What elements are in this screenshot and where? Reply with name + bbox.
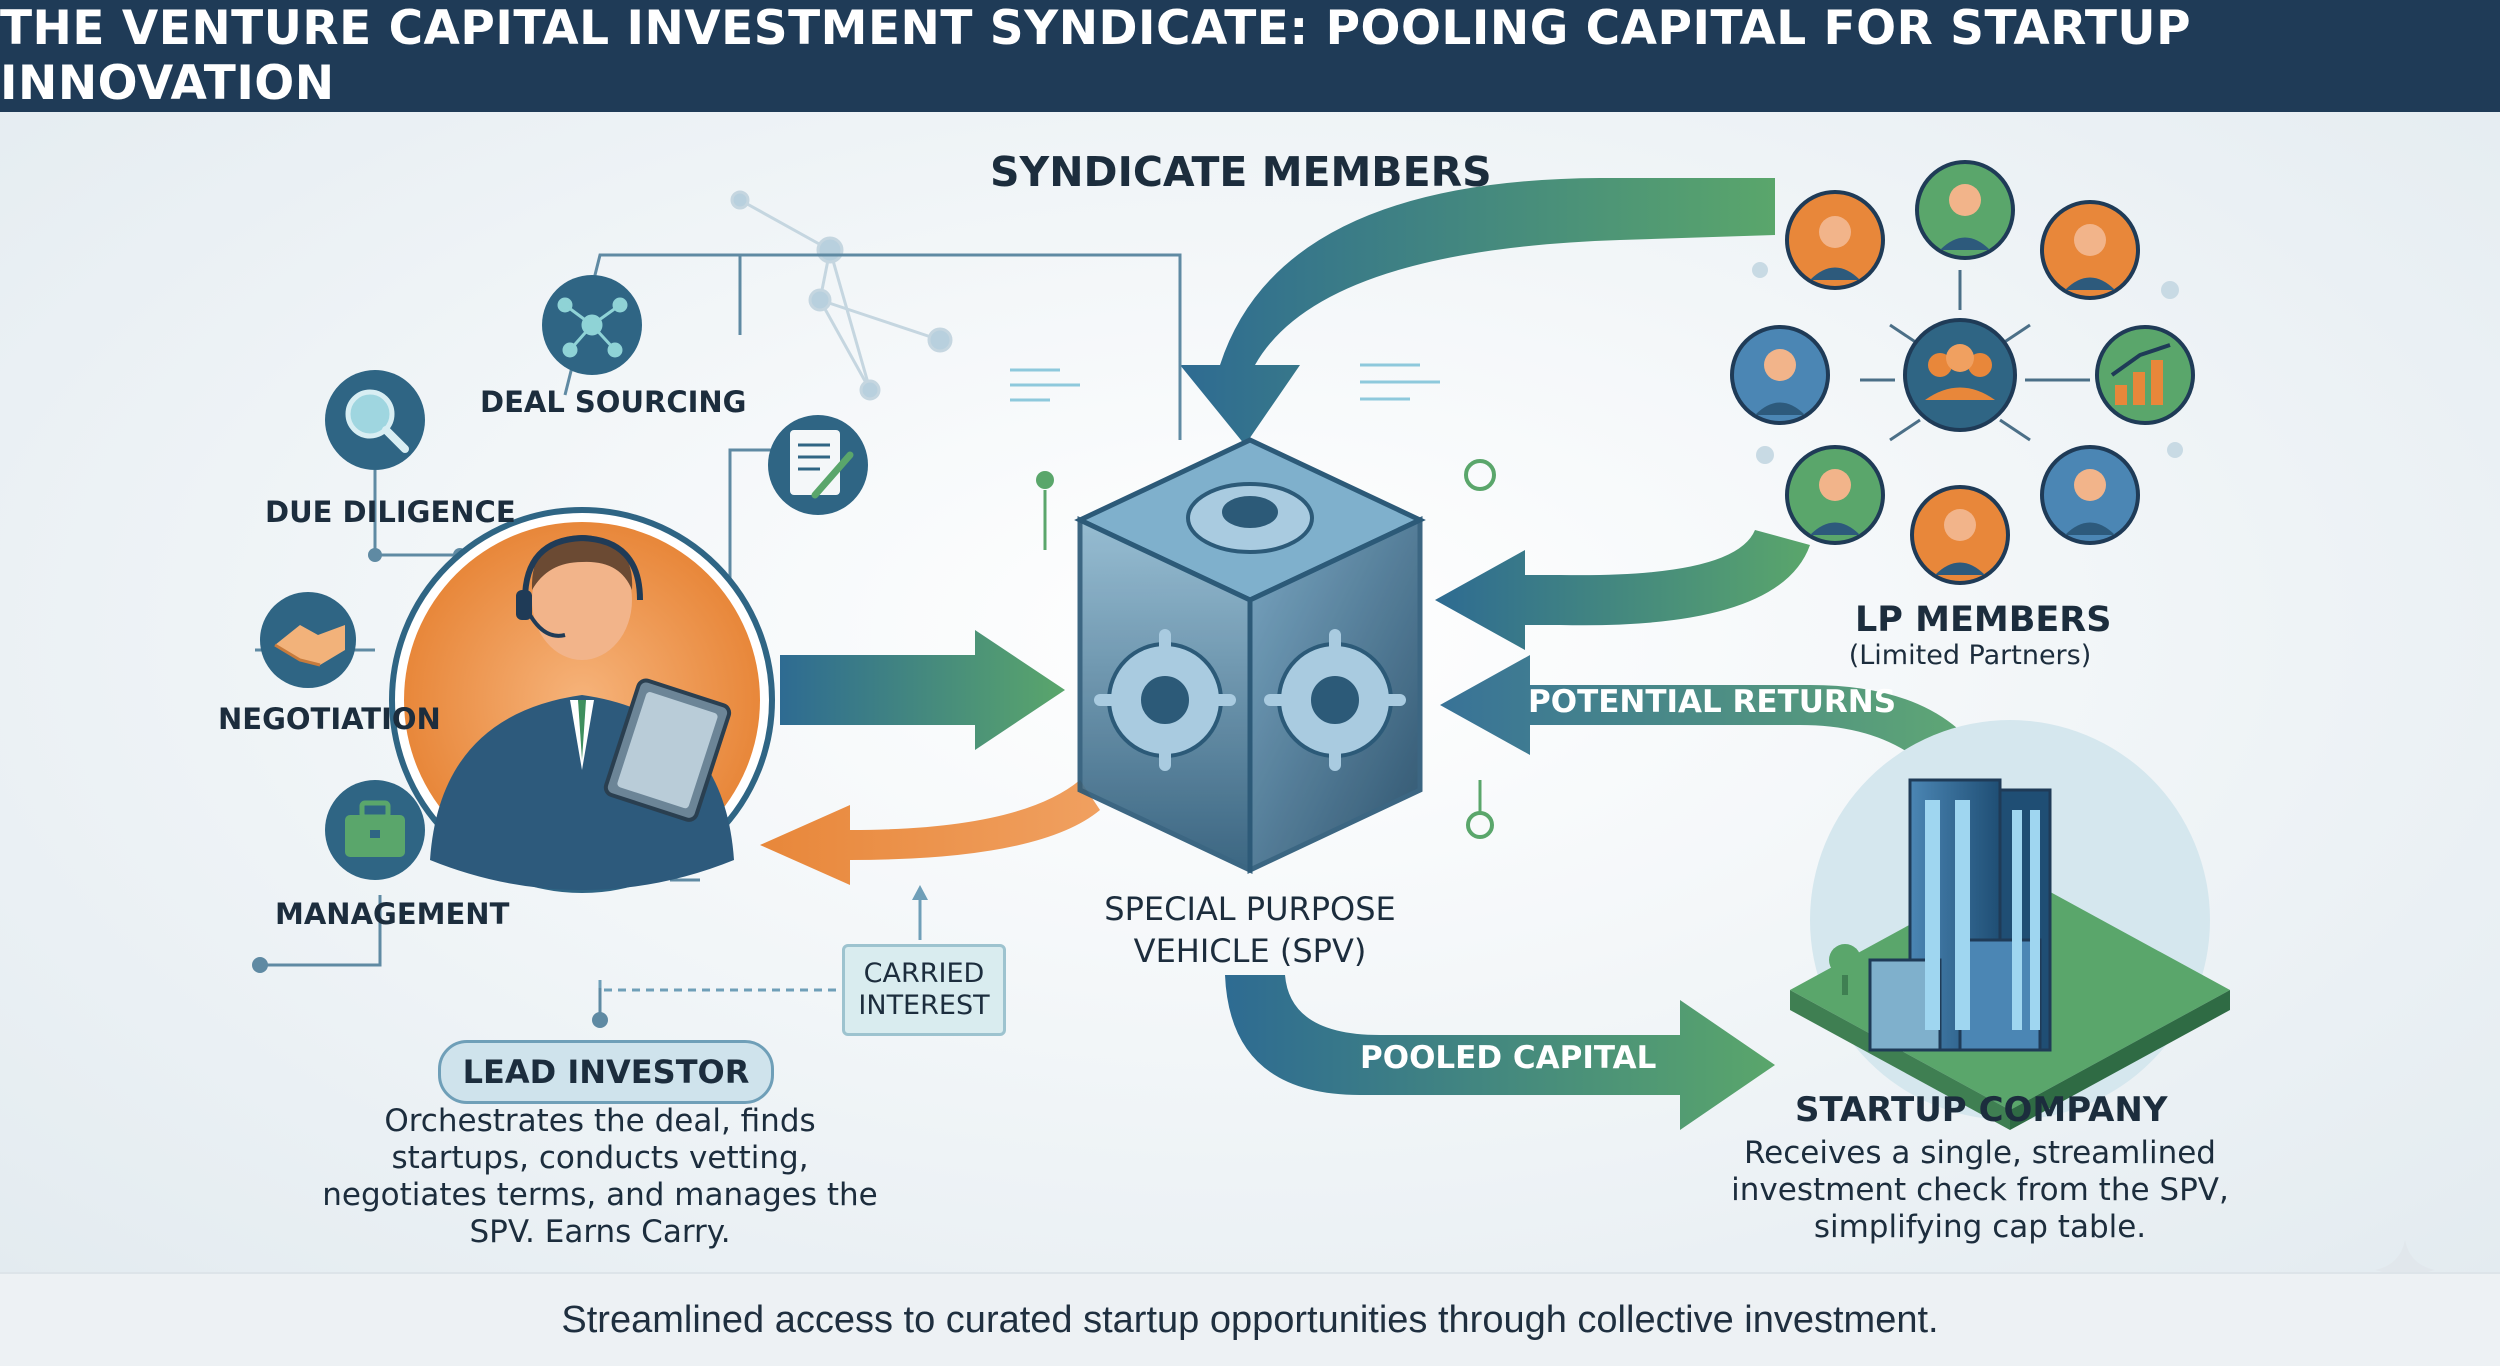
footer-tagline: Streamlined access to curated startup op… [0,1272,2500,1366]
lead-investor-portrait [389,507,775,893]
lp-to-spv-top-arrow [1180,178,1775,445]
gear-cube-icon [1010,363,1496,874]
potential-returns-label: POTENTIAL RETURNS [1528,684,1897,720]
lead-to-spv-arrow [780,630,1065,750]
task-negotiation: NEGOTIATION [218,702,441,736]
network-icon [542,275,642,375]
potential-returns-arrow [1440,655,2000,810]
page-title: THE VENTURE CAPITAL INVESTMENT SYNDICATE… [0,0,2500,112]
document-pen-icon [768,415,868,515]
lead-investor-description: Orchestrates the deal, finds startups, c… [322,1103,878,1250]
spv-label: SPECIAL PURPOSE VEHICLE (SPV) [1104,890,1396,970]
startup-company-description: Receives a single, streamlined investmen… [1731,1135,2229,1245]
lead-investor-badge: LEAD INVESTOR [438,1040,774,1104]
carried-interest-box: CARRIED INTEREST [842,944,1006,1036]
magnifier-icon [325,370,425,470]
pooled-capital-arrow [1225,975,1775,1130]
network-decoration [730,190,953,401]
lp-members-subtitle: (Limited Partners) [1848,640,2092,671]
sparkle-icon [2375,1240,2435,1300]
handshake-icon [260,592,356,688]
office-building-icon [1790,720,2230,1130]
syndicate-members-title: SYNDICATE MEMBERS [990,148,1492,196]
lp-to-spv-arrow [1435,530,1810,650]
startup-company-title: STARTUP COMPANY [1795,1090,2168,1130]
task-management: MANAGEMENT [275,897,510,931]
briefcase-icon [325,780,425,880]
carried-interest-arrow [760,780,1100,885]
bar-chart-icon [2095,325,2195,425]
task-due-diligence: DUE DILIGENCE [265,495,516,529]
group-icon [1903,318,2017,432]
task-deal-sourcing: DEAL SOURCING [480,385,747,419]
pooled-capital-label: POOLED CAPITAL [1360,1040,1657,1076]
lp-members-title: LP MEMBERS [1855,600,2112,640]
